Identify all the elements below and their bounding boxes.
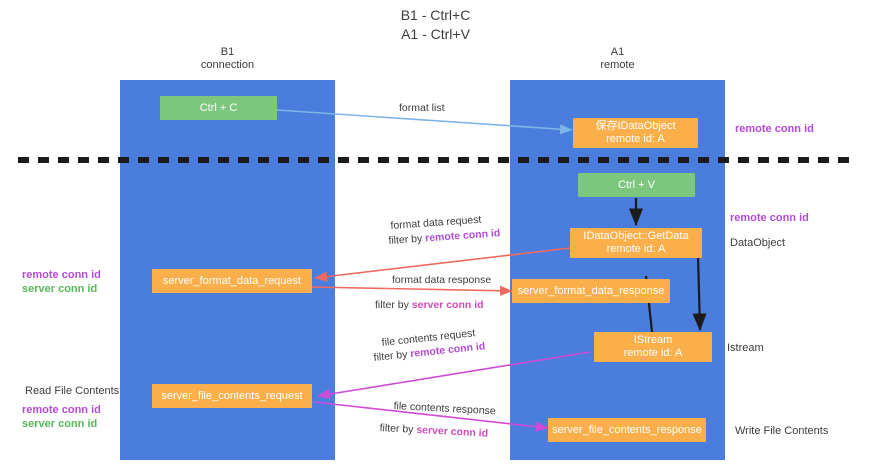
side-label-istream: Istream — [727, 342, 764, 354]
node-getdata-line2: remote id: A — [606, 243, 666, 255]
side-label-left-remote-conn-id-2: remote conn id — [22, 404, 101, 416]
edge-label-format-data-response-filter: filter by server conn id — [375, 298, 484, 312]
lane-header-b1: B1 connection — [200, 46, 255, 71]
lane-header-a1: A1 remote — [600, 46, 635, 71]
filter-prefix: filter by — [388, 232, 426, 247]
node-ctrl-v-label: Ctrl + V — [618, 178, 655, 191]
node-getdata-line1: IDataObject::GetData — [583, 230, 689, 242]
filter-prefix: filter by — [379, 421, 417, 436]
node-server-file-contents-response[interactable]: server_file_contents_response — [548, 418, 706, 442]
node-istream-line2: remote id: A — [623, 347, 683, 359]
node-server-format-data-request-label: server_format_data_request — [162, 274, 302, 287]
node-save-dataobject-line2: remote id: A — [606, 133, 665, 145]
node-server-file-contents-request-label: server_file_contents_request — [161, 389, 303, 402]
node-server-format-data-response-label: server_format_data_response — [517, 284, 665, 297]
page-title: B1 - Ctrl+C A1 - Ctrl+V — [400, 7, 471, 42]
node-ctrl-v[interactable]: Ctrl + V — [578, 173, 695, 197]
edge-label-file-contents-response-filter: filter by server conn id — [379, 421, 488, 441]
filter-prefix: filter by — [375, 299, 412, 311]
node-ctrl-c[interactable]: Ctrl + C — [160, 96, 277, 120]
side-label-remote-conn-id-mid: remote conn id — [730, 212, 809, 224]
filter-prefix: filter by — [373, 348, 411, 364]
filter-key-server-conn-id: server conn id — [416, 423, 489, 440]
edge-label-file-contents-response: file contents response — [393, 399, 496, 418]
side-label-write-file-contents: Write File Contents — [735, 425, 829, 437]
node-server-file-contents-request[interactable]: server_file_contents_request — [152, 384, 312, 408]
edge-label-format-data-response: format data response — [392, 274, 492, 286]
side-label-left-server-conn-id-2: server conn id — [22, 418, 98, 430]
side-label-left-server-conn-id: server conn id — [22, 283, 98, 295]
filter-key-remote-conn-id: remote conn id — [424, 227, 501, 245]
node-istream[interactable]: IStream remote id: A — [594, 332, 712, 362]
side-label-remote-conn-id-top: remote conn id — [735, 123, 814, 135]
edge-label-format-list: format list — [399, 102, 445, 114]
arrow-format-data-response — [311, 285, 513, 296]
node-istream-line1: IStream — [633, 334, 673, 346]
node-ctrl-c-label: Ctrl + C — [199, 101, 238, 114]
node-server-file-contents-response-label: server_file_contents_response — [552, 423, 702, 436]
node-getdata[interactable]: IDataObject::GetData remote id: A — [570, 228, 702, 258]
side-label-read-file-contents: Read File Contents — [25, 385, 120, 397]
side-label-left-remote-conn-id: remote conn id — [22, 269, 101, 281]
node-save-dataobject[interactable]: 保存IDataObject remote id: A — [573, 118, 698, 148]
filter-key-server-conn-id: server conn id — [411, 299, 484, 311]
node-save-dataobject-line1: 保存IDataObject — [595, 120, 676, 132]
node-server-format-data-request[interactable]: server_format_data_request — [152, 269, 312, 293]
node-server-format-data-response[interactable]: server_format_data_response — [512, 279, 670, 303]
side-label-dataobject: DataObject — [730, 237, 786, 249]
